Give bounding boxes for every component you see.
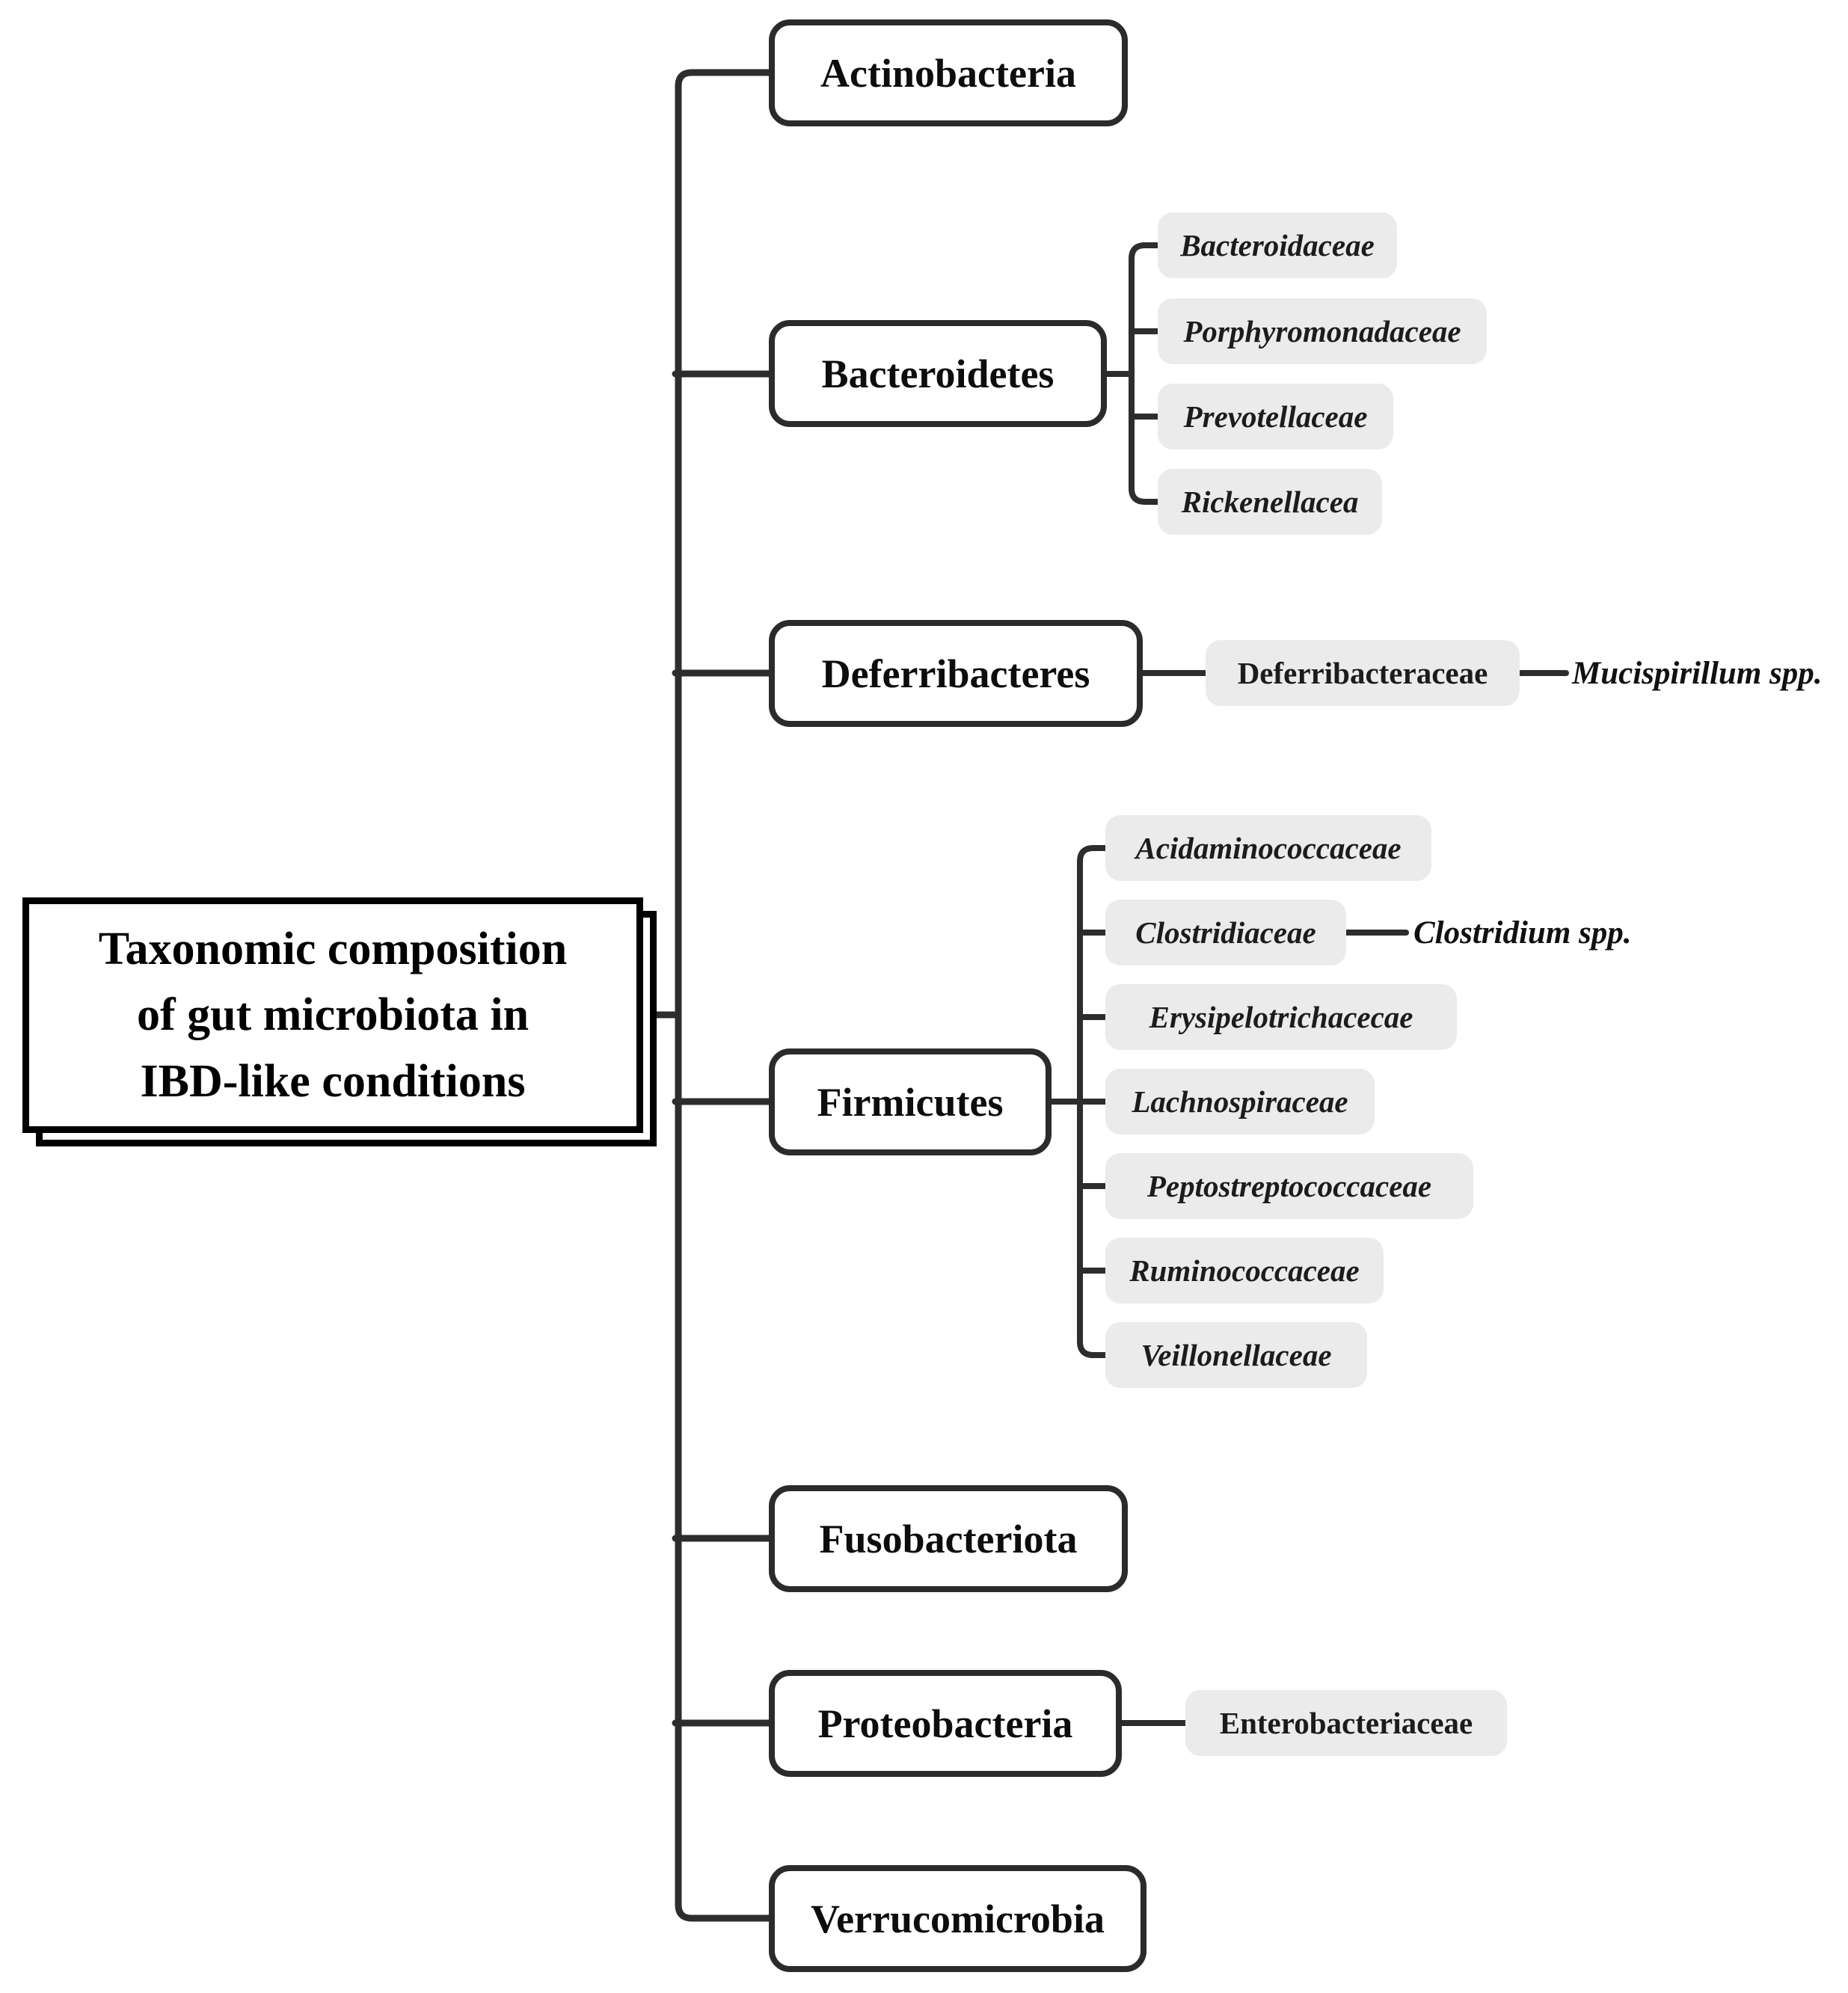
family-node-deferribacteraceae: Deferribacteraceae bbox=[1206, 640, 1520, 706]
phylum-node-verrucomicrobia: Verrucomicrobia bbox=[769, 1865, 1146, 1972]
family-node-prevotellaceae: Prevotellaceae bbox=[1158, 384, 1393, 449]
phylum-node-fusobacteriota: Fusobacteriota bbox=[769, 1485, 1128, 1592]
family-node-clostridiaceae: Clostridiaceae bbox=[1105, 900, 1346, 965]
root-title-line: Taxonomic composition bbox=[98, 924, 568, 975]
root-node: Taxonomic composition of gut microbiota … bbox=[22, 897, 657, 1146]
trunk-connector bbox=[675, 69, 782, 1922]
root-title-line: IBD-like conditions bbox=[140, 1055, 526, 1107]
family-node-peptostreptococcaceae: Peptostreptococcaceae bbox=[1105, 1153, 1473, 1219]
phylum-node-firmicutes: Firmicutes bbox=[769, 1048, 1052, 1155]
root-node-box: Taxonomic composition of gut microbiota … bbox=[22, 897, 643, 1133]
family-node-porphyromonadaceae: Porphyromonadaceae bbox=[1158, 298, 1487, 364]
bacteroidetes-bracket bbox=[1129, 242, 1162, 505]
family-node-ruminococcaceae: Ruminococcaceae bbox=[1105, 1238, 1384, 1303]
species-label-clostridium: Clostridium spp. bbox=[1413, 915, 1632, 951]
family-node-veillonellaceae: Veillonellaceae bbox=[1105, 1322, 1367, 1388]
family-node-lachnospiraceae: Lachnospiraceae bbox=[1105, 1069, 1375, 1134]
species-label-mucispirillum: Mucispirillum spp. bbox=[1572, 655, 1823, 691]
phylum-node-actinobacteria: Actinobacteria bbox=[769, 19, 1128, 126]
phylum-node-proteobacteria: Proteobacteria bbox=[769, 1670, 1122, 1777]
family-node-acidaminococcaceae: Acidaminococcaceae bbox=[1105, 815, 1431, 881]
family-node-rickenellacea: Rickenellacea bbox=[1158, 469, 1382, 535]
family-node-erysipelotrichacecae: Erysipelotrichacecae bbox=[1105, 984, 1457, 1050]
family-node-bacteroidaceae: Bacteroidaceae bbox=[1158, 212, 1397, 278]
phylum-node-deferribacteres: Deferribacteres bbox=[769, 620, 1143, 727]
family-node-enterobacteriaceae: Enterobacteriaceae bbox=[1185, 1690, 1507, 1756]
phylum-node-bacteroidetes: Bacteroidetes bbox=[769, 320, 1107, 427]
root-title-line: of gut microbiota in bbox=[136, 989, 529, 1041]
